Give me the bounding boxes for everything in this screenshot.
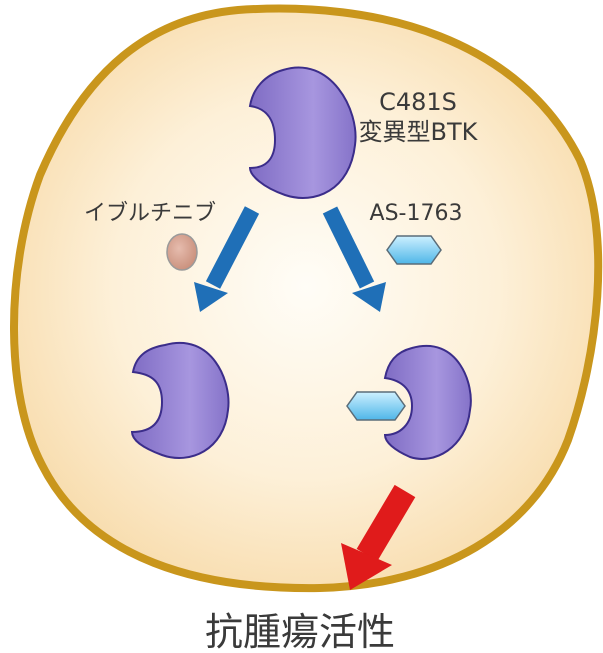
arrow-red-outcome (341, 484, 416, 590)
arrow-right (322, 206, 386, 312)
btk-protein-bound (383, 345, 472, 460)
as1763-bound-molecule (346, 391, 406, 421)
btk-protein-unbound (130, 342, 230, 459)
ibrutinib-molecule (166, 233, 198, 271)
as1763-molecule (386, 235, 442, 265)
mutant-label-line2: 変異型BTK (359, 118, 479, 146)
ibrutinib-label: イブルチニブ (84, 201, 216, 226)
outcome-label: 抗腫瘍活性 (205, 610, 395, 653)
mutant-label-line1: C481S (379, 88, 457, 116)
arrow-left (194, 206, 260, 312)
as1763-label: AS-1763 (370, 201, 463, 226)
mutant-btk-protein (248, 66, 357, 199)
